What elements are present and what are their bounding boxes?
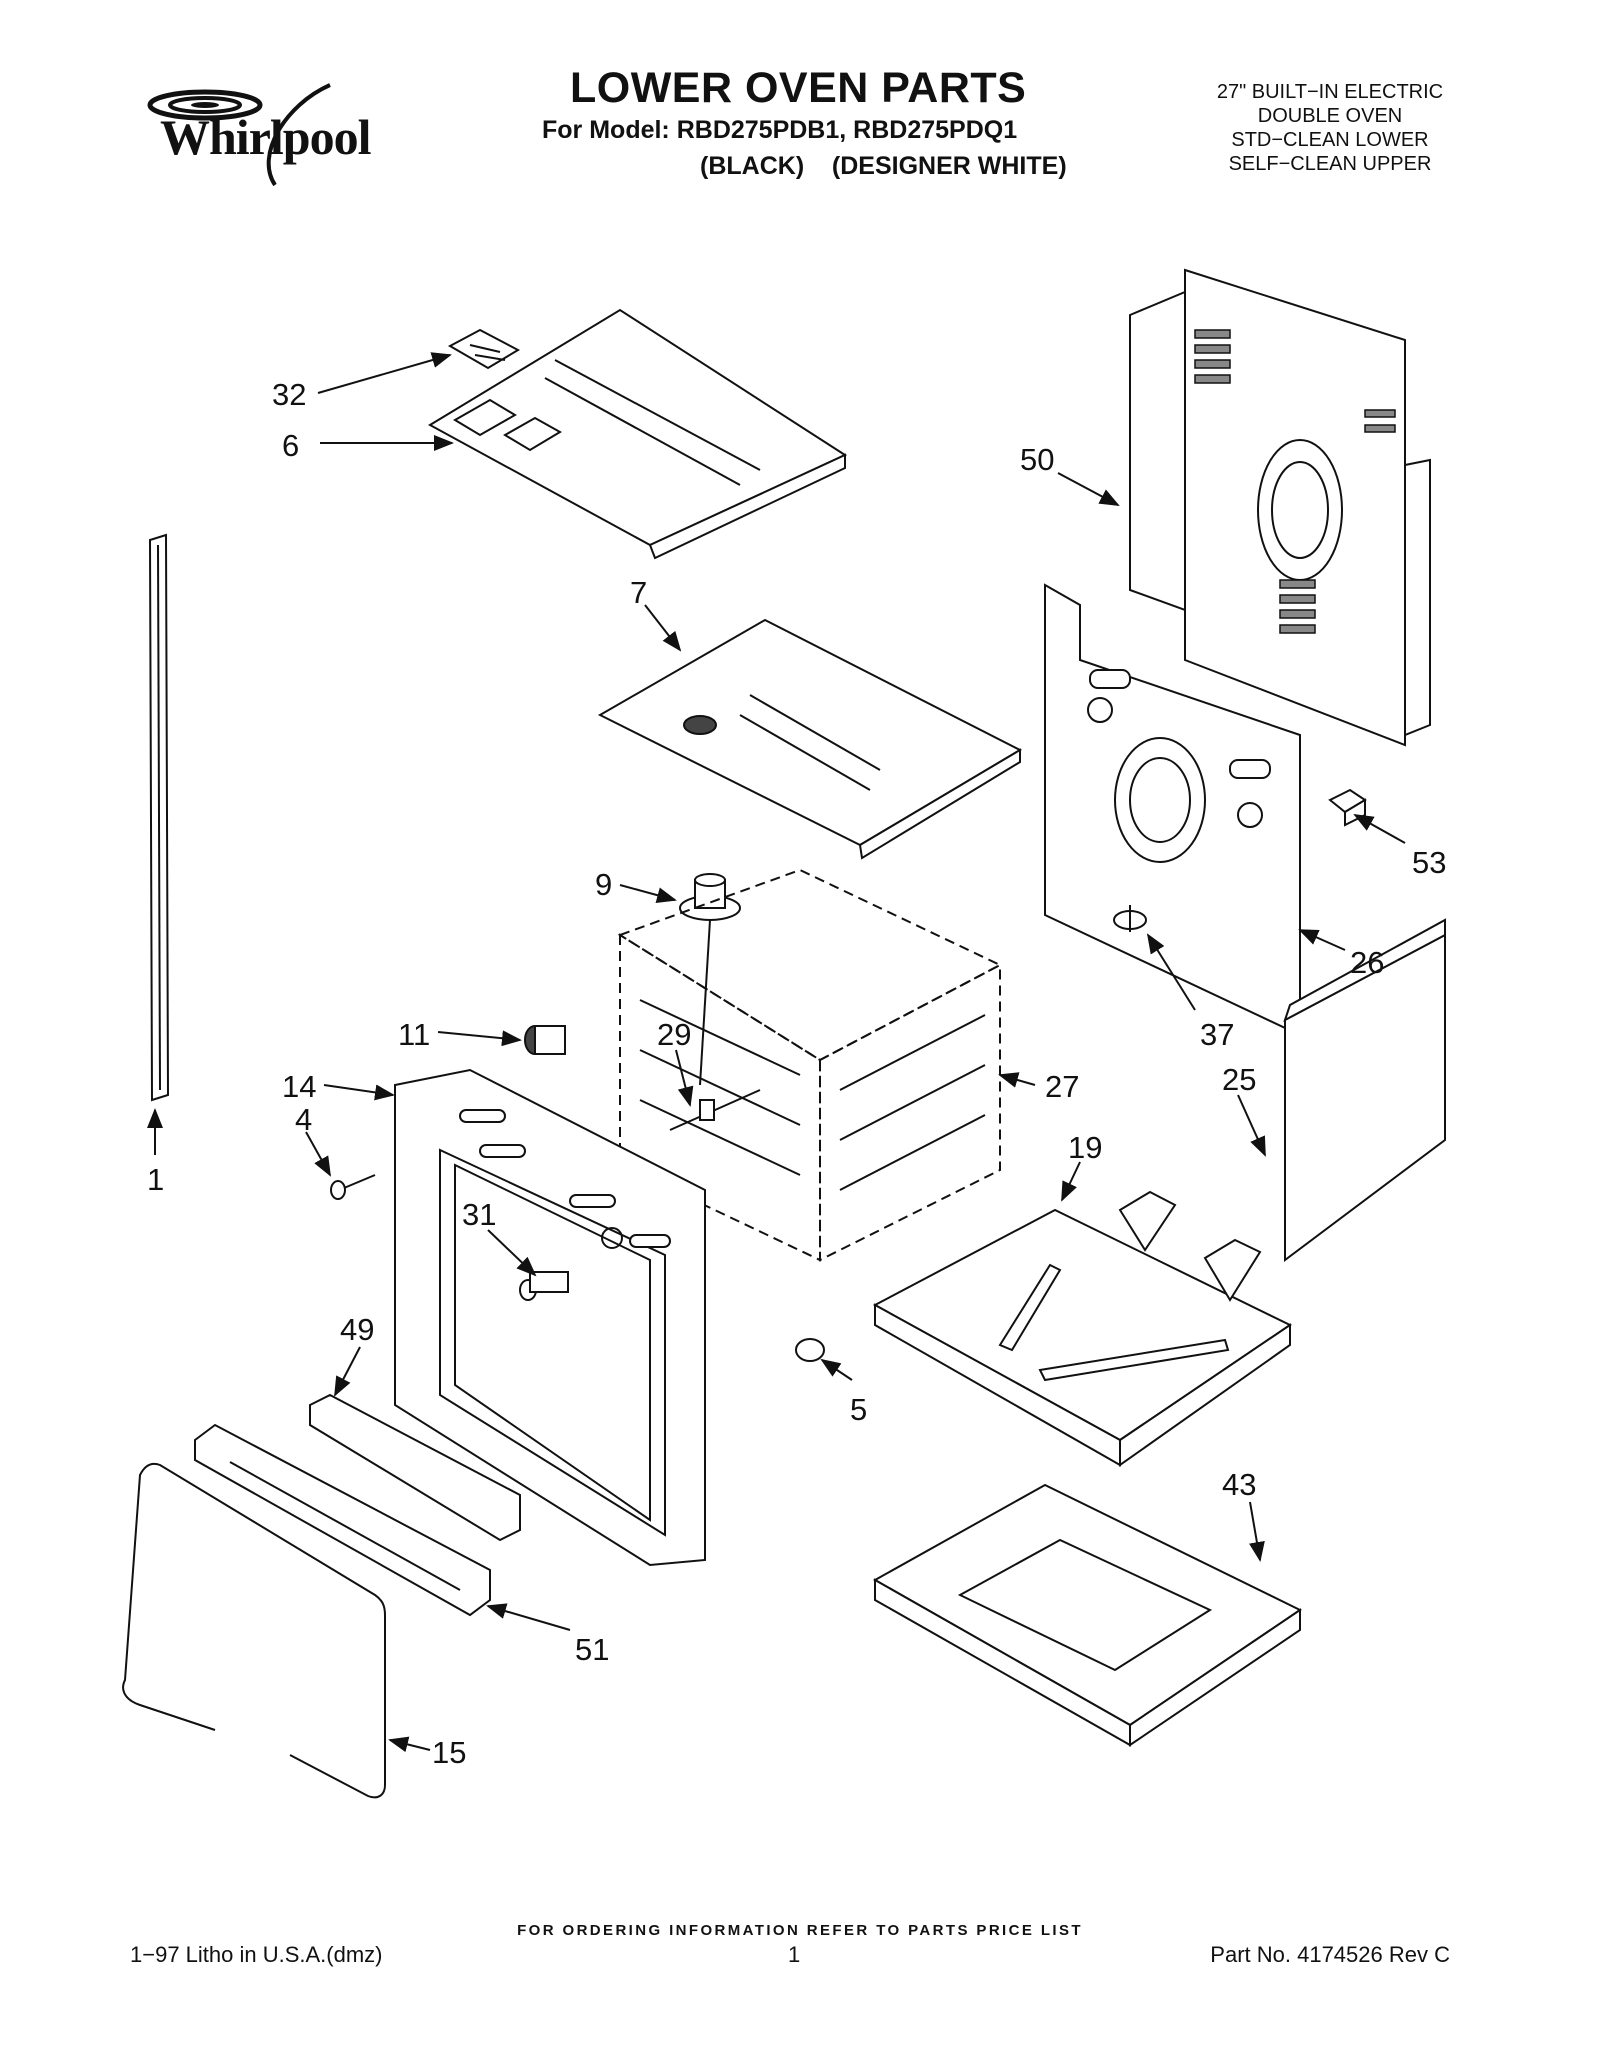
part-43-broiler-pan — [872, 1483, 1302, 1747]
callout-7: 7 — [630, 575, 647, 610]
callout-37: 37 — [1200, 1017, 1234, 1052]
model-variants: (BLACK) (DESIGNER WHITE) — [700, 152, 1067, 180]
product-spec: 27" BUILT−IN ELECTRIC DOUBLE OVEN STD−CL… — [1180, 80, 1480, 176]
part-19-bottom-plate — [872, 1190, 1292, 1467]
part-25-side-panel — [1283, 918, 1446, 1262]
part-14-front-frame — [394, 1068, 706, 1567]
part-15-gasket — [122, 1462, 386, 1799]
callout-25: 25 — [1222, 1062, 1256, 1097]
part-49-bracket — [309, 1393, 521, 1542]
page-title: LOWER OVEN PARTS — [570, 64, 1027, 112]
callout-5: 5 — [850, 1392, 867, 1427]
brand-logo: Whirlpool — [160, 109, 371, 165]
part-29-element — [669, 1089, 761, 1131]
spec-line: STD−CLEAN LOWER — [1231, 129, 1429, 151]
ordering-note: FOR ORDERING INFORMATION REFER TO PARTS … — [517, 1922, 1083, 1939]
part-11-socket — [524, 1025, 566, 1055]
spec-line: SELF−CLEAN UPPER — [1228, 153, 1432, 175]
part-50-rear-panel — [1129, 268, 1431, 747]
spec-line: DOUBLE OVEN — [1257, 105, 1403, 127]
part-31-switch — [519, 1271, 569, 1301]
leader-arrows — [147, 352, 1406, 1753]
part-4-screw — [330, 1174, 376, 1200]
part-5-plug — [795, 1338, 825, 1362]
part-37-sensor — [1113, 905, 1147, 932]
part-32-bracket — [447, 328, 521, 370]
litho-info: 1−97 Litho in U.S.A.(dmz) — [130, 1942, 383, 1967]
callout-49: 49 — [340, 1312, 374, 1347]
part-1-side-trim — [148, 533, 170, 1102]
part-27-oven-cavity — [617, 868, 1003, 1262]
part-6-top-panel — [427, 308, 848, 560]
callout-4: 4 — [295, 1102, 312, 1137]
callout-15: 15 — [432, 1735, 466, 1770]
callout-19: 19 — [1068, 1130, 1102, 1165]
callout-29: 29 — [657, 1017, 691, 1052]
part-53-bracket — [1328, 788, 1367, 827]
model-line: For Model: RBD275PDB1, RBD275PDQ1 — [542, 116, 1018, 144]
callout-26: 26 — [1350, 945, 1384, 980]
part-26-rear-wall — [1044, 583, 1301, 1037]
callout-14: 14 — [282, 1069, 316, 1104]
callout-labels: 32 6 50 7 9 53 26 37 11 29 27 14 25 4 19… — [147, 377, 1446, 1770]
spec-line: 27" BUILT−IN ELECTRIC — [1216, 81, 1444, 103]
callout-1: 1 — [147, 1162, 164, 1197]
callout-31: 31 — [462, 1197, 496, 1232]
part-9-mount — [679, 873, 741, 1086]
callout-43: 43 — [1222, 1467, 1256, 1502]
callout-6: 6 — [282, 428, 299, 463]
part-51-vent-trim — [194, 1423, 491, 1617]
callout-50: 50 — [1020, 442, 1054, 477]
callout-51: 51 — [575, 1632, 609, 1667]
part-number: Part No. 4174526 Rev C — [1210, 1942, 1450, 1967]
callout-32: 32 — [272, 377, 306, 412]
callout-27: 27 — [1045, 1069, 1079, 1104]
callout-9: 9 — [595, 867, 612, 902]
brand-logo-swirl-icon — [147, 83, 331, 187]
callout-11: 11 — [398, 1017, 430, 1052]
part-7-heat-shield — [597, 618, 1023, 860]
callout-53: 53 — [1412, 845, 1446, 880]
page-number: 1 — [788, 1942, 801, 1967]
